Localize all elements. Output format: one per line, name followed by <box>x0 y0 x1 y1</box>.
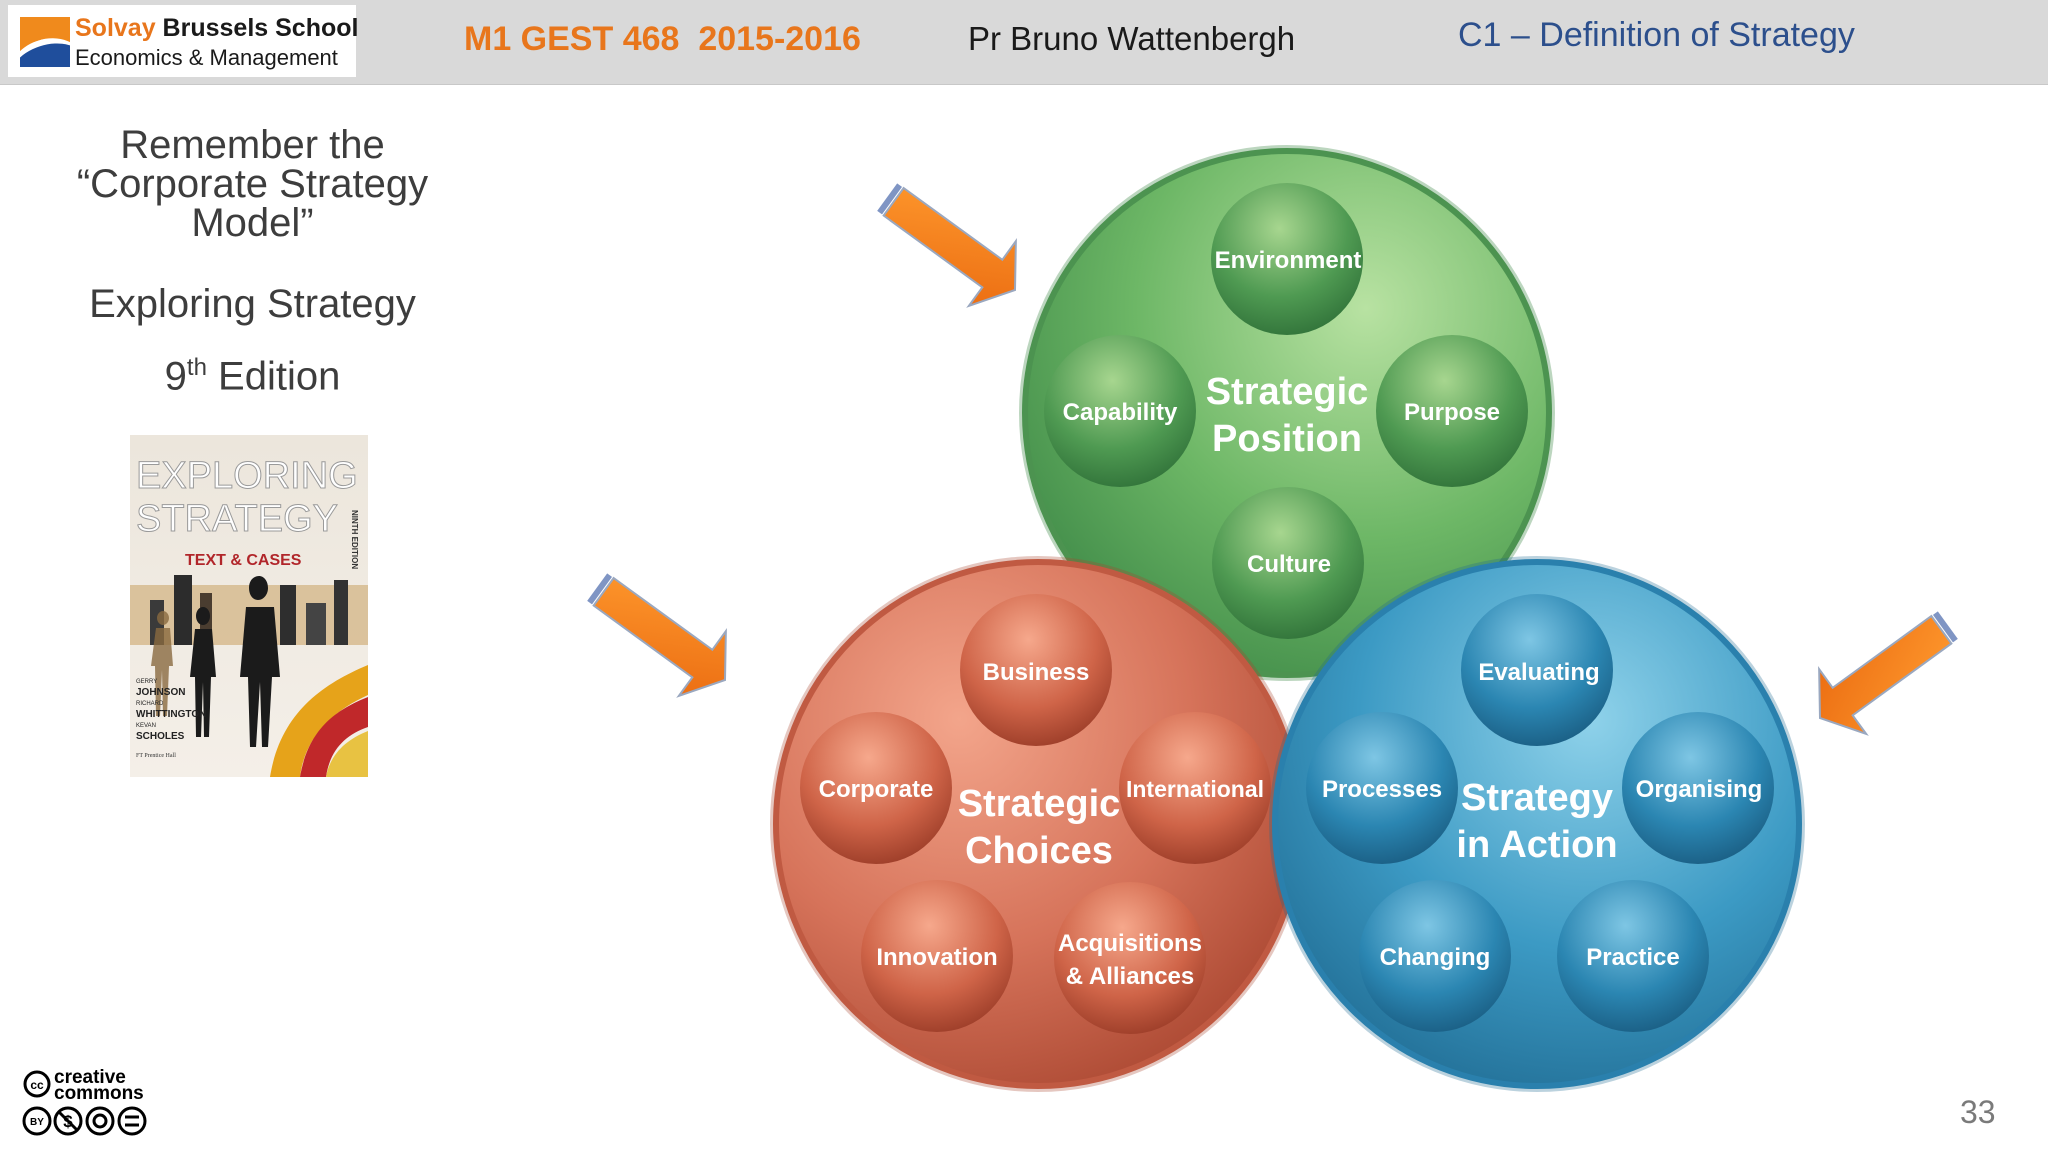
corporate-node <box>800 712 952 864</box>
professor-name: Pr Bruno Wattenbergh <box>968 20 1296 57</box>
logo-school-name: Solvay Brussels School <box>75 14 359 42</box>
book-title: Exploring Strategy <box>89 282 416 326</box>
practice-label: Practice <box>1586 944 1679 971</box>
chapter-title: C1 – Definition of Strategy <box>1458 16 1855 54</box>
evaluating-node <box>1461 594 1613 746</box>
international-node <box>1119 712 1271 864</box>
strategy-in-action-circle <box>1269 556 1805 1092</box>
book-cover-spine: NINTH EDITION <box>350 510 359 569</box>
slide-header: Solvay Brussels School Economics & Manag… <box>0 0 2048 85</box>
acquisitions-node <box>1054 882 1206 1034</box>
processes-label: Processes <box>1322 776 1442 803</box>
processes-node <box>1306 712 1458 864</box>
capability-node <box>1044 335 1196 487</box>
strategic-choices-circle <box>770 556 1306 1092</box>
corporate-label: Corporate <box>819 776 934 803</box>
innovation-node <box>861 880 1013 1032</box>
creative-commons-badge: cc creative commons BY $ <box>22 1067 147 1136</box>
cc-line-1: creative <box>54 1067 126 1088</box>
cc-nd-icon <box>117 1106 147 1136</box>
logo-school-subtitle: Economics & Management <box>75 45 338 70</box>
book-author-3: RICHARD <box>136 701 164 707</box>
strategic-position-circle <box>1019 145 1555 681</box>
choices-title-2: Choices <box>965 830 1113 872</box>
cc-sa-icon <box>85 1106 115 1136</box>
book-edition: 9th Edition <box>164 354 341 399</box>
capability-label: Capability <box>1063 399 1178 426</box>
arrow-to-action-icon <box>1818 611 1958 736</box>
cc-by-icon <box>22 1106 52 1136</box>
book-cover-subtitle: TEXT & CASES <box>185 552 302 569</box>
evaluating-label: Evaluating <box>1478 659 1599 686</box>
svg-text:cc: cc <box>30 1078 44 1092</box>
arrow-to-position-icon <box>877 183 1017 308</box>
international-label: International <box>1126 776 1264 802</box>
book-author-4: WHITTINGTON <box>136 709 206 720</box>
intro-heading: Remember the “Corporate Strategy Model” <box>76 123 429 245</box>
solvay-logo-mark <box>20 17 70 67</box>
position-title-1: Strategic <box>1206 371 1369 413</box>
business-node <box>960 594 1112 746</box>
course-code: M1 GEST 468 2015-2016 <box>464 20 861 58</box>
action-title-2: in Action <box>1456 824 1617 866</box>
environment-node <box>1211 183 1363 335</box>
book-cover-title-1: EXPLORING <box>136 455 358 497</box>
organising-label: Organising <box>1636 776 1763 803</box>
arrow-to-choices-icon <box>587 573 727 698</box>
cc-line-2: commons <box>54 1083 144 1104</box>
solvay-logo: Solvay Brussels School Economics & Manag… <box>8 5 359 77</box>
action-title-1: Strategy <box>1461 777 1613 819</box>
changing-node <box>1359 880 1511 1032</box>
book-author-1: GERRY <box>136 679 157 685</box>
alliances-label: & Alliances <box>1066 963 1195 990</box>
innovation-label: Innovation <box>876 944 997 971</box>
svg-text:BY: BY <box>30 1117 44 1128</box>
practice-node <box>1557 880 1709 1032</box>
purpose-label: Purpose <box>1404 399 1500 426</box>
book-author-6: SCHOLES <box>136 731 185 742</box>
book-author-5: KEVAN <box>136 723 156 729</box>
book-author-2: JOHNSON <box>136 687 185 698</box>
changing-label: Changing <box>1380 944 1491 971</box>
choices-title-1: Strategic <box>958 783 1121 825</box>
environment-label: Environment <box>1215 247 1362 274</box>
purpose-node <box>1376 335 1528 487</box>
culture-label: Culture <box>1247 551 1331 578</box>
cc-icon <box>23 1070 51 1098</box>
book-publisher: FT Prentice Hall <box>136 753 176 759</box>
business-label: Business <box>983 659 1090 686</box>
book-cover-image: EXPLORING STRATEGY TEXT & CASES NINTH ED… <box>130 435 368 777</box>
organising-node <box>1622 712 1774 864</box>
page-number: 33 <box>1960 1094 1996 1130</box>
position-title-2: Position <box>1212 418 1362 460</box>
book-cover-title-2: STRATEGY <box>136 498 338 540</box>
acquisitions-label: Acquisitions <box>1058 930 1202 957</box>
culture-node <box>1212 487 1364 639</box>
